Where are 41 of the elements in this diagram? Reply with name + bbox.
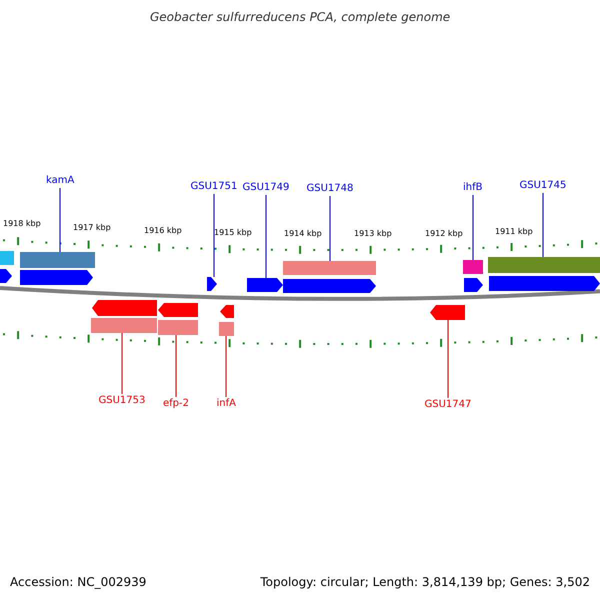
scale-label: 1914 kbp	[284, 230, 322, 238]
gene-feature	[220, 305, 234, 318]
genome-summary: Topology: circular; Length: 3,814,139 bp; Genes: 3,502	[260, 576, 590, 588]
gene-label: GSU1751	[190, 182, 238, 192]
scale-label: 1918 kbp	[3, 220, 41, 228]
feature-bar	[158, 320, 198, 335]
accession-text: Accession: NC_002939	[10, 576, 146, 588]
scale-label: 1913 kbp	[354, 230, 392, 238]
gene-feature	[464, 278, 483, 292]
gene-feature	[489, 276, 600, 291]
gene-feature	[0, 269, 12, 283]
scale-label: 1916 kbp	[144, 227, 182, 235]
gene-label: GSU1749	[242, 183, 290, 193]
feature-bar	[488, 257, 600, 273]
gene-feature	[247, 278, 283, 292]
feature-bar	[463, 260, 483, 274]
gene-label: ihfB	[463, 183, 482, 193]
gene-feature	[92, 300, 157, 316]
gene-label: GSU1747	[424, 400, 472, 410]
gene-label: GSU1753	[98, 396, 146, 406]
gene-label: kamA	[46, 176, 74, 186]
feature-bar	[0, 251, 14, 265]
gene-feature	[20, 270, 93, 285]
scale-label: 1912 kbp	[425, 230, 463, 238]
scale-label: 1911 kbp	[495, 228, 533, 236]
leader-line	[542, 192, 544, 258]
gene-feature	[430, 305, 465, 320]
gene-label: infA	[216, 399, 236, 409]
scale-label: 1915 kbp	[214, 229, 252, 237]
gene-feature	[207, 277, 217, 291]
feature-bar	[283, 261, 376, 275]
gene-label: GSU1748	[306, 184, 354, 194]
feature-bar	[20, 252, 95, 268]
leader-line	[472, 194, 474, 260]
gene-label: GSU1745	[520, 181, 566, 191]
gene-feature	[158, 303, 198, 317]
gene-label: efp-2	[163, 399, 189, 409]
scale-label: 1917 kbp	[73, 224, 111, 232]
feature-bar	[219, 322, 234, 336]
feature-bar	[91, 318, 157, 333]
title: Geobacter sulfurreducens PCA, complete genome	[150, 11, 450, 23]
